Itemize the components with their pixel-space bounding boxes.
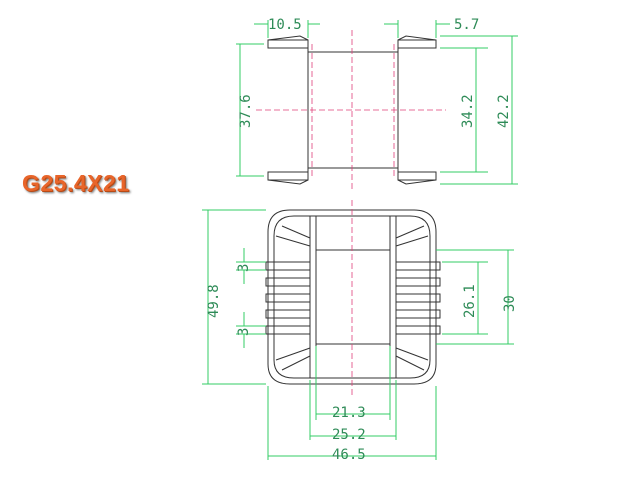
- dim-5-7-label: 5.7: [454, 17, 479, 33]
- top-right-flange-bottom: [397, 171, 437, 181]
- dim-3-upper-label: 3: [236, 264, 252, 272]
- top-left-flange-bevel: [267, 35, 309, 41]
- top-left-flange-bottom: [267, 171, 309, 181]
- dim-10-5-label: 10.5: [268, 17, 302, 33]
- top-dimensions: [236, 20, 518, 185]
- front-dimensions: [202, 209, 514, 460]
- right-pins: [395, 261, 441, 335]
- rib-bl: [275, 347, 311, 361]
- top-right-flange-bevel: [397, 35, 437, 41]
- rib-tl-2: [281, 225, 311, 239]
- top-centerlines: [256, 30, 446, 190]
- top-right-flange-bevel-bottom: [397, 179, 437, 185]
- front-dimension-labels: 49.8 3 3 26.1 30 21.3 25.2 46.5: [206, 264, 518, 463]
- front-left-post: [309, 215, 317, 379]
- front-window: [315, 249, 391, 345]
- rib-br-2: [395, 355, 425, 371]
- rib-tr-2: [395, 225, 425, 239]
- dim-34-2-label: 34.2: [460, 94, 476, 128]
- dim-46-5-label: 46.5: [332, 447, 366, 463]
- top-dimension-labels: 10.5 5.7 37.6 34.2 42.2: [238, 17, 512, 128]
- rib-br: [395, 347, 429, 361]
- dim-30-label: 30: [502, 295, 518, 312]
- rib-tl: [275, 235, 311, 247]
- dim-21-3-label: 21.3: [332, 405, 366, 421]
- dim-3-lower-label: 3: [236, 328, 252, 336]
- front-inner-outline: [273, 215, 431, 379]
- part-title: G25.4X21: [22, 170, 130, 196]
- left-pins: [265, 261, 311, 335]
- front-outer-outline: [267, 209, 437, 385]
- dim-42-2-label: 42.2: [496, 94, 512, 128]
- dim-49-8-label: 49.8: [206, 284, 222, 318]
- top-right-flange: [397, 39, 437, 49]
- front-right-post: [389, 215, 397, 379]
- dim-26-1-label: 26.1: [462, 284, 478, 318]
- dim-37-6-label: 37.6: [238, 94, 254, 128]
- top-view: [267, 35, 437, 185]
- rib-tr: [395, 235, 429, 247]
- front-view: [265, 209, 441, 385]
- top-left-flange-bevel-bottom: [267, 179, 309, 185]
- top-left-flange: [267, 39, 309, 49]
- dim-25-2-label: 25.2: [332, 427, 366, 443]
- rib-bl-2: [281, 355, 311, 371]
